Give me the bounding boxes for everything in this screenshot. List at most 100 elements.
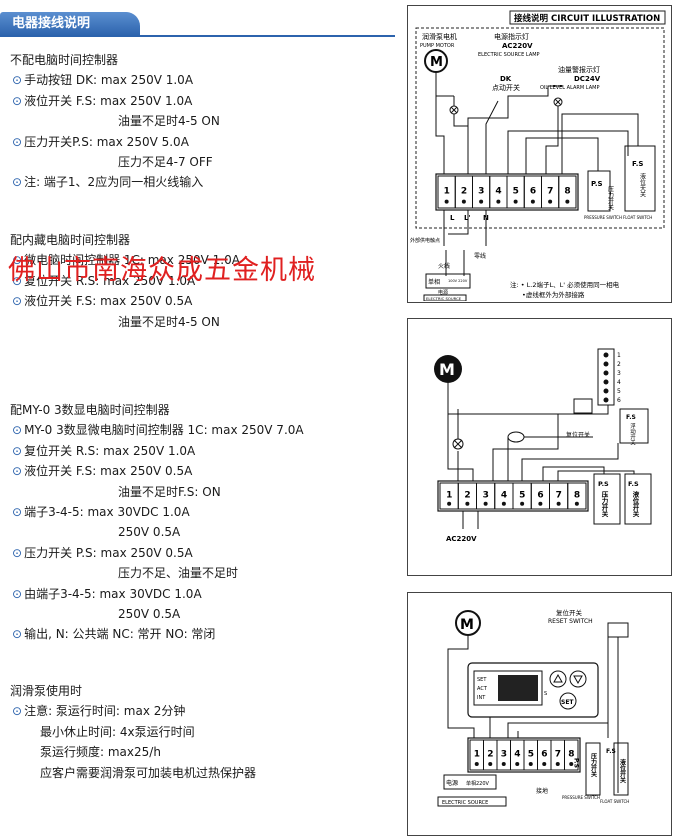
- note-line-2: •虚线框外为外部接路: [522, 290, 585, 299]
- side-terminal-screw: [603, 352, 609, 358]
- bullet-icon: ⊙: [12, 253, 23, 268]
- reset-switch-label: 复位开关: [566, 431, 590, 439]
- terminal-number: 6: [537, 490, 543, 500]
- note-line-1: 注: • L.2端子L、L' 必须使用同一相电: [510, 280, 620, 289]
- circuit-diagram-1-svg: 接线说明 CIRCUIT ILLUSTRATION 润滑泵电机 PUMP MOT…: [410, 10, 666, 302]
- bullet-icon: ⊙: [12, 294, 23, 309]
- terminal-block-1: [435, 173, 579, 211]
- side-terminal-screw: [603, 379, 609, 385]
- power-lamp-voltage: AC220V: [502, 42, 533, 50]
- down-arrow-button-icon[interactable]: [569, 670, 587, 688]
- power-label-cn: 电源: [438, 289, 448, 296]
- terminal-number: 5: [513, 187, 519, 197]
- ps-label-en: PRESSURE SWITCH: [584, 215, 622, 220]
- spec-line-text: 注: 端子1、2应为同一相火线输入: [24, 175, 204, 190]
- side-terminal-number: 2: [617, 361, 621, 368]
- spec-line-text: 端子3-4-5: max 30VDC 1.0A: [24, 505, 190, 519]
- spec-line-text: 输出, N: 公共端 NC: 常开 NO: 常闭: [24, 627, 216, 642]
- spec-line-text: MY-0 3数显微电脑时间控制器 1C: max 250V 7.0A: [24, 423, 304, 438]
- spec-line-text: 压力开关P.S: max 250V 5.0A: [24, 134, 189, 149]
- terminal-number: 2: [464, 490, 470, 500]
- section-title: 不配电脑时间控制器: [10, 53, 119, 67]
- terminal-screw: [555, 762, 560, 766]
- reset-switch-en: RESET SWITCH: [548, 618, 593, 625]
- terminal-number: 2: [487, 750, 493, 760]
- voltage-label: 100V 220V: [448, 279, 468, 283]
- terminal-number: 1: [474, 750, 480, 760]
- terminal-screw: [528, 762, 533, 766]
- spec-line-text: 液位开关 F.S: max 250V 0.5A: [24, 294, 193, 309]
- ground-label: 接地: [536, 787, 548, 795]
- terminal-number: 5: [519, 490, 525, 500]
- spec-line-text: 压力开关 P.S: max 250V 0.5A: [24, 545, 193, 560]
- spec-line: 泵运行频度: max25/h: [40, 744, 161, 760]
- bullet-icon: ⊙: [12, 273, 23, 288]
- l2-label: L': [464, 214, 471, 222]
- single-phase-label: 单相: [428, 278, 440, 286]
- bullet-icon: ⊙: [12, 134, 23, 149]
- spec-line: ⊙压力开关P.S: max 250V 5.0A: [12, 134, 189, 150]
- fs-label-4: F.S: [606, 748, 616, 755]
- spec-line-text: 液位开关 F.S: max 250V 0.5A: [24, 464, 193, 479]
- spec-line: 250V 0.5A: [118, 606, 180, 622]
- terminal-screw: [556, 501, 561, 506]
- reset-switch-cn: 复位开关: [556, 608, 583, 617]
- terminal-screw: [538, 501, 543, 506]
- bullet-icon: ⊙: [12, 586, 23, 601]
- section-title: 润滑泵使用时: [10, 684, 83, 698]
- spec-line: ⊙复位开关 R.S: max 250V 1.0A: [12, 443, 195, 459]
- terminal-number: 8: [564, 187, 570, 197]
- terminal-number: 7: [556, 490, 562, 500]
- terminal-screw: [574, 501, 579, 506]
- set-button-label: SET: [561, 699, 574, 706]
- terminal-cell: [564, 739, 579, 771]
- spec-line-text: 泵运行频度: max25/h: [40, 745, 161, 760]
- spec-line-text: 微电脑时间控制器 1C: max 250V 1.0A: [24, 253, 240, 268]
- spec-line: 油量不足时4-5 ON: [118, 113, 220, 129]
- motor-label-en: PUMP MOTOR: [420, 43, 455, 49]
- motor-m-2: M: [439, 360, 455, 379]
- ps-label-3-en: PRESSURE SWITCH: [562, 795, 600, 800]
- spec-line-text: 由端子3-4-5: max 30VDC 1.0A: [24, 586, 202, 601]
- spec-line-text: 油量不足时4-5 ON: [118, 314, 220, 329]
- spec-line: 250V 0.5A: [118, 524, 180, 540]
- side-terminal-screw: [603, 361, 609, 367]
- watermark-text: 佛山市南海众成五金机械: [8, 255, 316, 286]
- header-divider: [0, 35, 395, 37]
- terminal-screw: [565, 199, 570, 204]
- terminal-screw: [548, 199, 553, 204]
- oil-lamp-voltage: DC24V: [574, 75, 601, 83]
- terminal-screw: [444, 199, 449, 204]
- controller-box: [467, 662, 599, 718]
- side-terminal-screw: [603, 370, 609, 376]
- oil-lamp-en: OIL LEVEL ALARM LAMP: [540, 85, 599, 91]
- terminal-screw: [501, 501, 506, 506]
- bullet-icon: ⊙: [12, 175, 23, 190]
- spec-line: ⊙微电脑时间控制器 1C: max 250V 1.0A: [12, 252, 240, 268]
- set-button[interactable]: [559, 692, 577, 710]
- terminal-number: 4: [501, 490, 507, 500]
- spec-line: ⊙端子3-4-5: max 30VDC 1.0A: [12, 504, 190, 520]
- fs-label-4-en: FLOAT SWITCH: [600, 799, 629, 804]
- diagram1-title: 接线说明 CIRCUIT ILLUSTRATION: [514, 13, 660, 24]
- spec-line: ⊙压力开关 P.S: max 250V 0.5A: [12, 545, 193, 561]
- fs-label-3: F.S: [628, 480, 639, 488]
- terminal-number: 8: [574, 490, 580, 500]
- terminal-screw: [483, 501, 488, 506]
- terminal-number: 6: [541, 750, 547, 760]
- terminal-cell: [558, 175, 577, 209]
- side-terminal-number: 6: [617, 397, 621, 404]
- fs-label-2: F.S: [626, 414, 636, 421]
- spec-line: 压力不足、油量不足时: [118, 565, 238, 581]
- terminal-number: 7: [547, 187, 553, 197]
- spec-line: ⊙注: 端子1、2应为同一相火线输入: [12, 174, 203, 190]
- side-terminal-number: 1: [617, 352, 621, 359]
- terminal-number: 3: [483, 490, 489, 500]
- fs-label-en: FLOAT SWITCH: [623, 215, 652, 220]
- up-arrow-button-icon[interactable]: [549, 670, 567, 688]
- spec-line-text: 液位开关 F.S: max 250V 1.0A: [24, 93, 193, 108]
- bullet-icon: ⊙: [12, 93, 23, 108]
